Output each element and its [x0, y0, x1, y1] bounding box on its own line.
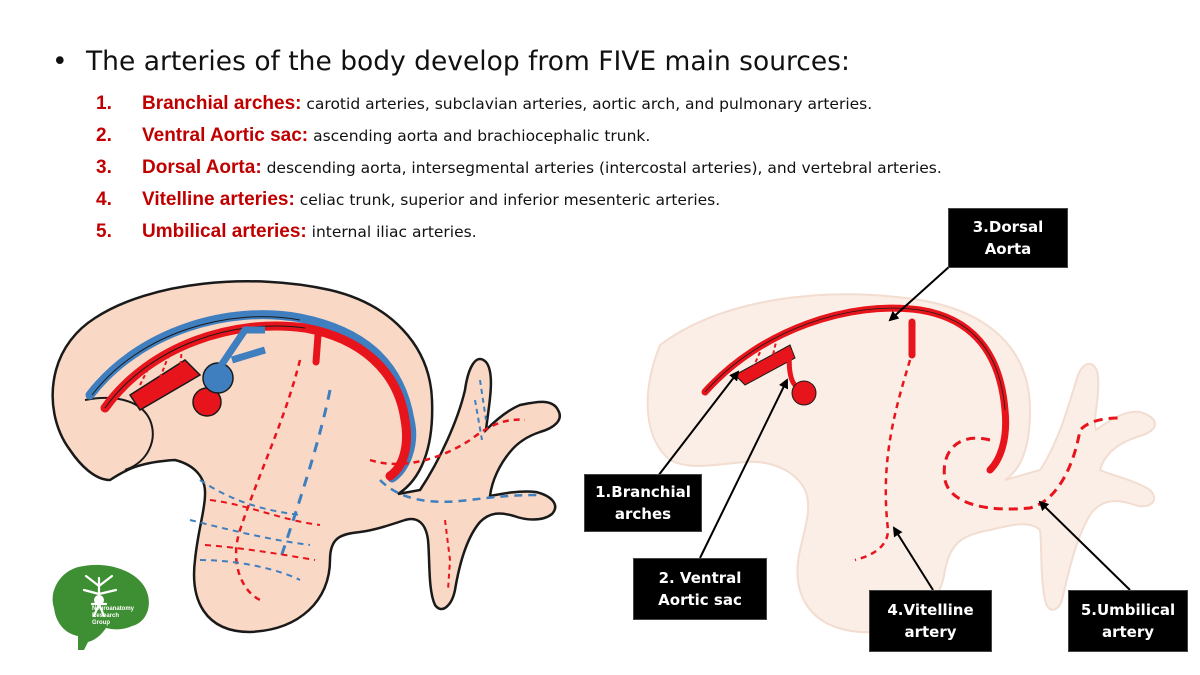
source-term: Umbilical arteries: — [142, 221, 307, 242]
heading-text: The arteries of the body develop from FI… — [86, 46, 850, 77]
source-number: 2. — [96, 125, 112, 146]
callout-branchial-arches: 1.Branchial arches — [584, 474, 702, 532]
right-umbilical-artery — [942, 416, 1121, 511]
right-heart — [791, 380, 817, 406]
source-description: carotid arteries, subclavian arteries, a… — [301, 95, 873, 113]
callout-line: artery — [904, 623, 957, 641]
callout-line: Aortic sac — [658, 591, 742, 609]
callout-ventral-aortic-sac: 2. Ventral Aortic sac — [633, 558, 767, 620]
brain-logo-icon: Neuroanatomy Research Group — [52, 564, 149, 650]
callout-line: Aorta — [984, 240, 1032, 258]
source-item-umbilical-arteries: 5. Umbilical arteries: internal iliac art… — [96, 218, 942, 250]
arrow-vitelline-artery — [892, 526, 934, 591]
logo-line-1: Neuroanatomy — [92, 606, 135, 612]
arrow-umbilical-artery — [1038, 500, 1131, 591]
source-item-vitelline-arteries: 4. Vitelline arteries: celiac trunk, supe… — [96, 186, 942, 218]
source-number: 4. — [96, 189, 112, 210]
callout-line: 5.Umbilical — [1080, 601, 1176, 619]
callout-line: 3.Dorsal — [972, 218, 1044, 236]
source-item-ventral-aortic-sac: 2. Ventral Aortic sac: ascending aorta an… — [96, 122, 942, 154]
source-list: 1. Branchial arches: carotid arteries, su… — [96, 90, 942, 250]
right-embryo-diagram — [646, 265, 1156, 634]
callout-vitelline-artery: 4.Vitelline artery — [869, 590, 992, 652]
arrow-dorsal-aorta — [888, 265, 951, 322]
source-number: 3. — [96, 157, 112, 178]
source-item-branchial-arches: 1. Branchial arches: carotid arteries, su… — [96, 90, 942, 122]
logo-line-2: Research — [92, 613, 119, 619]
arrow-branchial-arches — [657, 370, 740, 477]
right-embryo-faded-body — [646, 293, 1156, 634]
heading-bullet: • — [52, 46, 68, 77]
arrow-ventral-aortic-sac — [699, 378, 788, 559]
left-embryo-diagram — [51, 280, 561, 634]
callout-umbilical-artery: 5.Umbilical artery — [1068, 590, 1188, 652]
source-description: ascending aorta and brachiocephalic trun… — [308, 127, 651, 145]
logo-line-3: Group — [92, 620, 110, 626]
source-term: Vitelline arteries: — [142, 189, 295, 210]
neuroanatomy-research-group-logo: Neuroanatomy Research Group — [44, 560, 154, 652]
right-vitelline-artery — [854, 359, 912, 562]
callout-dorsal-aorta: 3.Dorsal Aorta — [948, 208, 1068, 268]
source-item-dorsal-aorta: 3. Dorsal Aorta: descending aorta, inters… — [96, 154, 942, 186]
callout-line: 1.Branchial — [595, 483, 691, 501]
source-description: descending aorta, intersegmental arterie… — [261, 159, 942, 177]
source-number: 5. — [96, 221, 112, 242]
callout-line: 2. Ventral — [658, 569, 742, 587]
callout-line: arches — [614, 505, 672, 523]
source-term: Ventral Aortic sac: — [142, 125, 309, 146]
source-description: celiac trunk, superior and inferior mese… — [294, 191, 721, 209]
callout-line: artery — [1101, 623, 1155, 641]
source-term: Dorsal Aorta: — [142, 157, 262, 178]
heading: • The arteries of the body develop from F… — [52, 46, 850, 77]
source-description: internal iliac arteries. — [306, 223, 477, 241]
source-number: 1. — [96, 93, 112, 114]
source-term: Branchial arches: — [142, 93, 302, 114]
left-cardinal-vein — [85, 310, 417, 483]
callout-line: 4.Vitelline — [887, 601, 974, 619]
